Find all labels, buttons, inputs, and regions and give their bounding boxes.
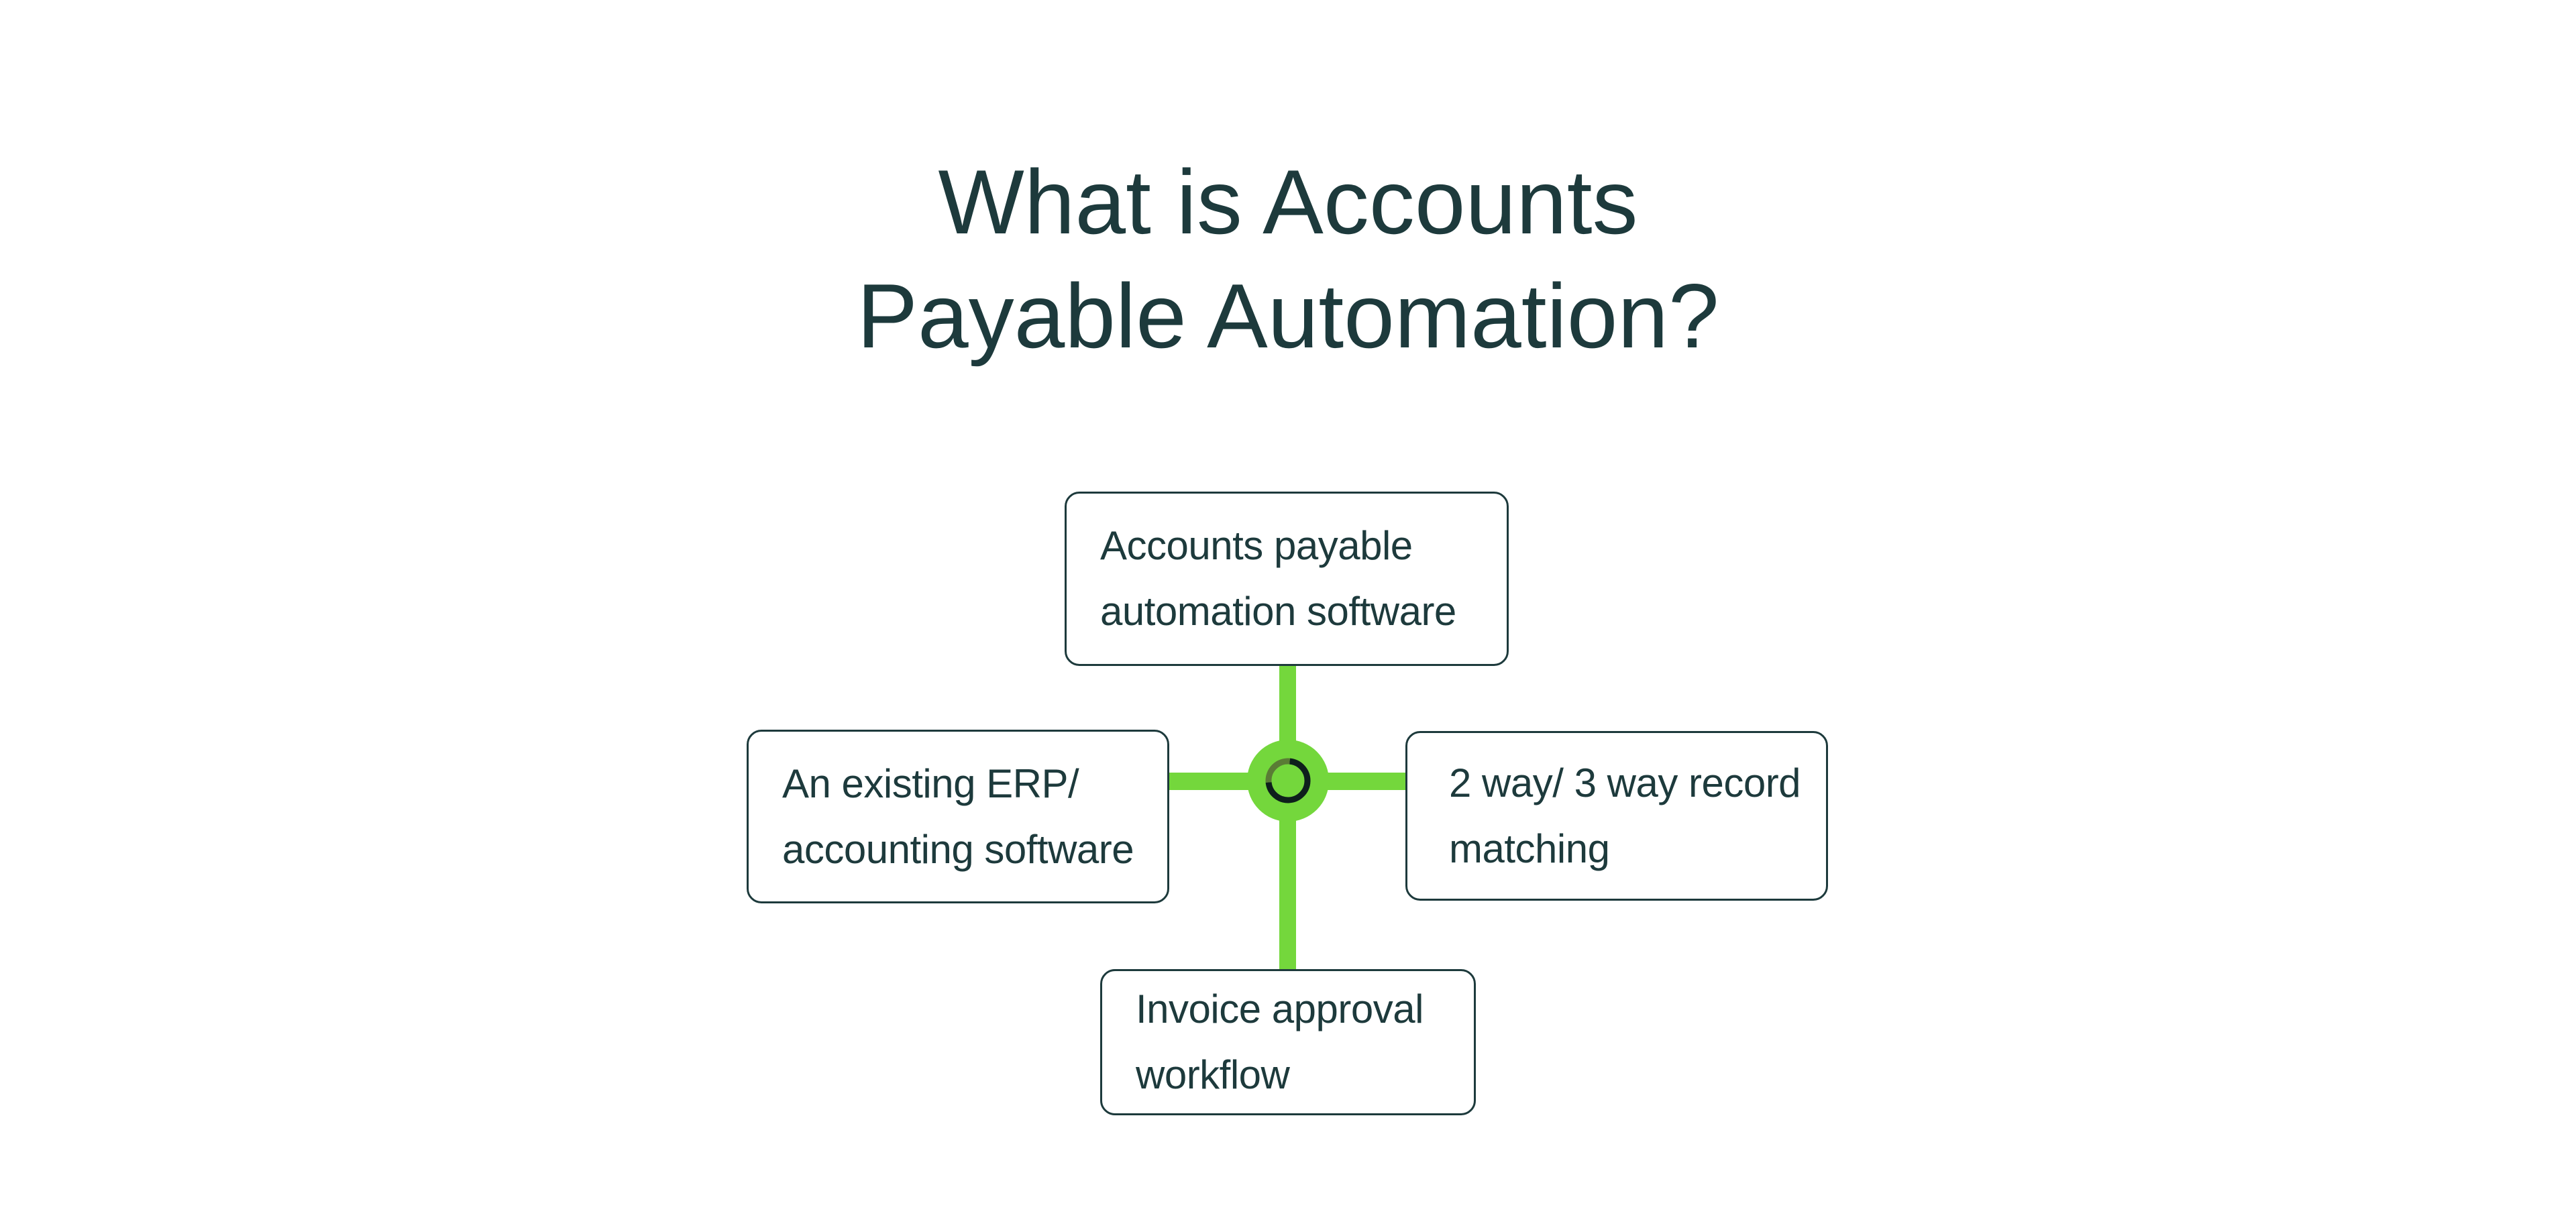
node-invoice-approval: Invoice approval workflow bbox=[1100, 969, 1476, 1115]
node-record-matching: 2 way/ 3 way record matching bbox=[1405, 731, 1828, 901]
node-label: Invoice approval workflow bbox=[1136, 987, 1424, 1097]
page-title-line2: Payable Automation? bbox=[857, 265, 1719, 367]
page-title-line1: What is Accounts bbox=[938, 151, 1638, 253]
page-title: What is Accounts Payable Automation? bbox=[0, 145, 2576, 373]
node-label: Accounts payable automation software bbox=[1100, 523, 1456, 634]
node-label: 2 way/ 3 way record matching bbox=[1449, 760, 1801, 871]
node-existing-erp: An existing ERP/ accounting software bbox=[747, 730, 1169, 903]
node-label: An existing ERP/ accounting software bbox=[782, 761, 1134, 872]
hub-sync-circle-icon bbox=[1247, 740, 1329, 822]
node-ap-automation-software: Accounts payable automation software bbox=[1065, 492, 1509, 666]
